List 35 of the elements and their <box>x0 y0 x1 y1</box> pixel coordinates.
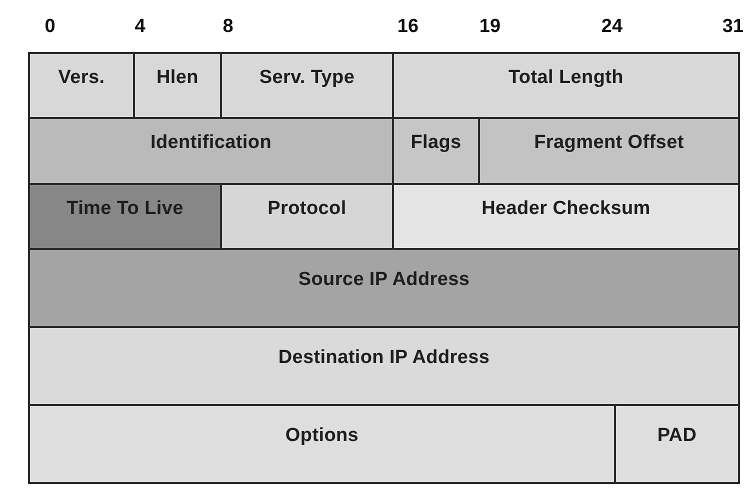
field-name: Source IP Address <box>298 269 470 291</box>
field-name: Fragment Offset <box>534 132 684 154</box>
field-name: Serv. Type <box>259 66 355 88</box>
header-field <box>614 404 740 484</box>
field-name: Flags <box>410 132 462 154</box>
header-field <box>28 404 616 484</box>
header-field <box>220 183 394 250</box>
field-name: Header Checksum <box>482 198 650 220</box>
header-field <box>28 183 222 250</box>
bit-number: 4 <box>134 16 146 38</box>
bit-number: 8 <box>222 16 234 38</box>
field-name: PAD <box>657 425 697 447</box>
header-field <box>392 183 740 250</box>
header-field <box>28 248 740 328</box>
bit-number: 24 <box>601 16 623 38</box>
header-field <box>478 117 740 185</box>
header-field <box>392 117 480 185</box>
bit-number: 0 <box>44 16 56 38</box>
header-field <box>392 52 740 119</box>
field-name: Protocol <box>268 198 346 220</box>
header-field <box>133 52 222 119</box>
field-name: Destination IP Address <box>278 347 490 369</box>
bit-number: 16 <box>397 16 419 38</box>
field-name: Hlen <box>156 66 198 88</box>
bit-number: 19 <box>479 16 501 38</box>
field-name: Time To Live <box>66 198 184 220</box>
header-field <box>28 117 394 185</box>
header-field <box>28 52 135 119</box>
header-field <box>28 326 740 406</box>
field-name: Options <box>285 425 359 447</box>
bit-number: 31 <box>722 16 744 38</box>
field-name: Total Length <box>508 66 624 88</box>
header-field <box>220 52 394 119</box>
field-name: Vers. <box>58 66 105 88</box>
field-name: Identification <box>150 132 272 154</box>
